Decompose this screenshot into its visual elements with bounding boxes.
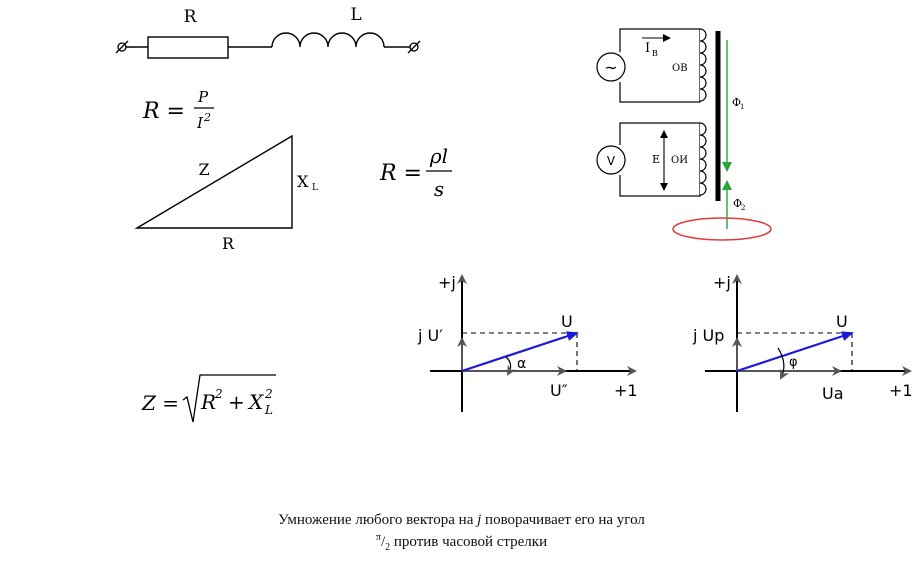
caption-two: 2	[385, 542, 391, 553]
phasor-diagram-2: +j +1 j Up U φ Ua	[692, 273, 913, 412]
formula-impedance: Z = R 2 + X 2 L	[141, 374, 276, 423]
triangle-hypotenuse-label: Z	[198, 160, 209, 179]
flux2-sub: 2	[741, 204, 745, 212]
winding-ov-coil	[699, 28, 707, 102]
caption-line-1: Умножение любого вектора на j поворачива…	[0, 512, 923, 529]
impedance-triangle: Z X L R	[134, 134, 318, 253]
formula-z-r: R	[200, 390, 216, 414]
rl-circuit: R L	[115, 5, 421, 59]
winding-oi-label: ОИ	[671, 155, 688, 166]
formula-rho-num: ρl	[429, 144, 448, 168]
ac-source-symbol: ~	[604, 58, 617, 77]
caption-pi: π	[375, 532, 381, 543]
transformer-diagram: ~ I B ОВ V E ОИ Φ 1 Φ 2	[596, 28, 772, 241]
triangle-side-label: X	[297, 172, 309, 191]
caption-j: j	[477, 512, 482, 528]
formula-r-power-lhs: R =	[142, 99, 185, 124]
flux1-sub: 1	[740, 103, 744, 111]
winding-ov-label: ОВ	[672, 63, 688, 74]
triangle-side-sub: L	[312, 183, 318, 193]
current-label: I	[645, 41, 650, 56]
caption: Умножение любого вектора на j поворачива…	[0, 512, 923, 556]
phasor2-real-axis-label: +1	[889, 381, 913, 400]
phasor1-vector-label: U	[561, 312, 573, 331]
phasor1-angle-arc	[505, 356, 517, 376]
caption-line1-end: поворачивает его на угол	[485, 512, 645, 528]
inductor-symbol	[271, 32, 385, 48]
formula-z-x: X	[247, 390, 264, 414]
inductor-label: L	[350, 5, 361, 25]
phasor2-vector-label: U	[836, 312, 848, 331]
formula-r-power-num: P	[197, 88, 209, 106]
formula-z-r-exp: 2	[214, 387, 223, 401]
eddy-current-ring	[672, 217, 772, 241]
current-sub: B	[652, 49, 658, 58]
emf-label: E	[652, 153, 660, 166]
phasor1-real-comp-label: U″	[550, 381, 568, 400]
flux1-label: Φ	[732, 96, 741, 109]
formula-z-x-sub: L	[264, 403, 273, 417]
formula-rho-den: s	[434, 177, 444, 201]
phasor2-imag-axis-label: +j	[713, 273, 731, 292]
phasor2-imag-comp-label: j Up	[692, 326, 724, 345]
phasor2-real-comp-label: Ua	[822, 384, 844, 403]
formula-r-power-den: I	[196, 114, 204, 132]
formula-z-plus: +	[228, 390, 245, 414]
winding-oi-coil	[699, 122, 707, 196]
resistor-symbol	[147, 36, 229, 59]
phasor-diagram-1: +j +1 j U′ U α U″	[417, 273, 638, 412]
resistor-label: R	[184, 7, 198, 27]
sqrt-sign	[182, 374, 276, 423]
voltmeter-label: V	[607, 154, 616, 168]
flux2-label: Φ	[733, 197, 742, 210]
phasor1-imag-comp-label: j U′	[417, 326, 443, 345]
caption-line1-start: Умножение любого вектора на	[278, 512, 474, 528]
formula-r-resistivity: R = ρl s	[379, 144, 452, 201]
phasor2-angle-arc	[777, 347, 790, 380]
phasor1-angle-label: α	[517, 356, 526, 372]
ac-source-icon	[596, 52, 626, 82]
diagram-canvas: R L R = P I 2 Z X L R R = ρl s Z = R 2 +…	[115, 5, 913, 423]
formula-rho-lhs: R =	[379, 161, 422, 186]
phasor2-vector	[736, 331, 854, 373]
triangle-base-label: R	[222, 234, 235, 253]
formula-z-x-exp: 2	[264, 387, 273, 401]
phasor2-angle-label: φ	[789, 355, 798, 370]
voltmeter-icon	[596, 145, 626, 175]
caption-line2-text: против часовой стрелки	[393, 534, 548, 550]
phasor1-imag-axis-label: +j	[438, 273, 456, 292]
phasor1-real-axis-label: +1	[614, 381, 638, 400]
formula-z-lhs: Z =	[141, 391, 179, 415]
formula-r-power: R = P I 2	[142, 88, 214, 132]
formula-r-power-den-exp: 2	[203, 111, 211, 124]
caption-line-2: π/2 против часовой стрелки	[375, 532, 548, 553]
phasor1-vector	[461, 331, 579, 373]
